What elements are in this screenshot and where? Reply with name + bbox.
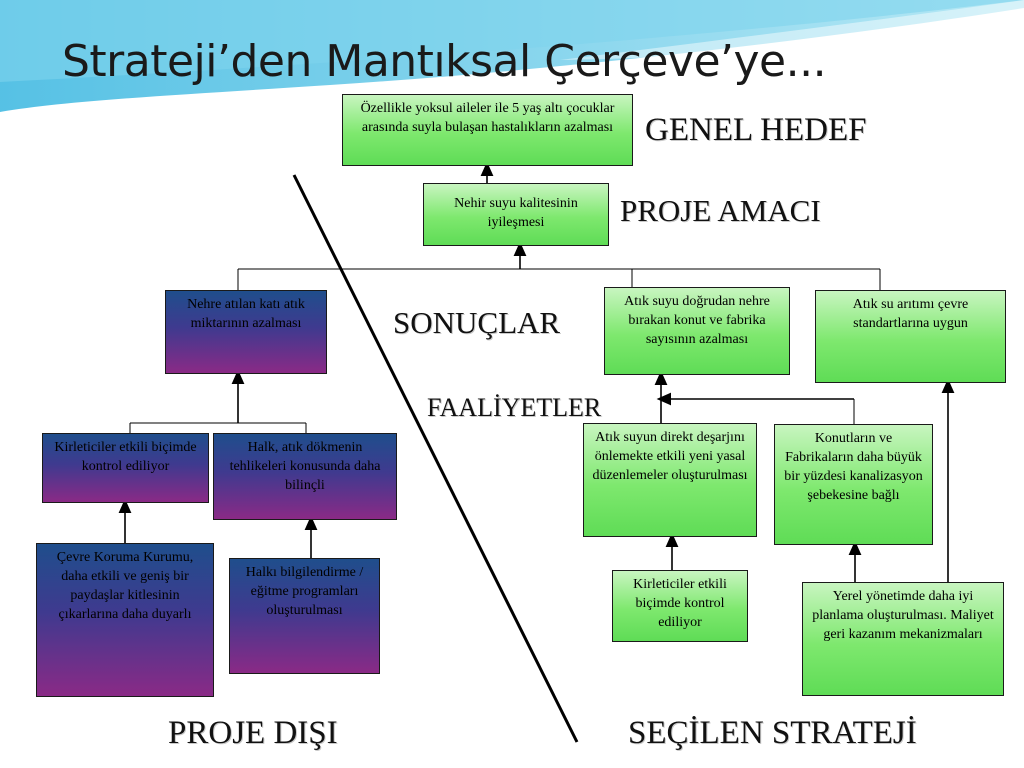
result-discharge-box: Atık suyu doğrudan nehre bırakan konut v… bbox=[604, 287, 790, 375]
label-secilen-strateji: SEÇİLEN STRATEJİ bbox=[628, 715, 917, 751]
goal-box: Özellikle yoksul aileler ile 5 yaş altı … bbox=[342, 94, 633, 166]
polluters-controlled-outside-box: Kirleticiler etkili biçimde kontrol edil… bbox=[42, 433, 209, 503]
label-faaliyetler: FAALİYETLER bbox=[427, 393, 602, 422]
public-awareness-box: Halk, atık dökmenin tehlikeleri konusund… bbox=[213, 433, 397, 520]
environment-agency-box: Çevre Koruma Kurumu, daha etkili ve geni… bbox=[36, 543, 214, 697]
public-information-box: Halkı bilgilendirme / eğitme programları… bbox=[229, 558, 380, 674]
polluters-controlled-strategy-box: Kirleticiler etkili biçimde kontrol edil… bbox=[612, 570, 748, 642]
sewer-connection-box: Konutların ve Fabrikaların daha büyük bi… bbox=[774, 424, 933, 545]
label-genel-hedef: GENEL HEDEF bbox=[645, 112, 867, 148]
purpose-box: Nehir suyu kalitesinin iyileşmesi bbox=[423, 183, 609, 246]
page-title: Strateji’den Mantıksal Çerçeve’ye... bbox=[62, 36, 827, 87]
local-government-box: Yerel yönetimde daha iyi planlama oluştu… bbox=[802, 582, 1004, 696]
label-proje-disi: PROJE DIŞI bbox=[168, 715, 338, 751]
result-solid-waste-box: Nehre atılan katı atık miktarının azalma… bbox=[165, 290, 327, 374]
legal-regulation-box: Atık suyun direkt deşarjını önlemekte et… bbox=[583, 423, 757, 537]
label-proje-amaci: PROJE AMACI bbox=[620, 193, 821, 228]
label-sonuclar: SONUÇLAR bbox=[393, 305, 561, 340]
result-treatment-box: Atık su arıtımı çevre standartlarına uyg… bbox=[815, 290, 1006, 383]
